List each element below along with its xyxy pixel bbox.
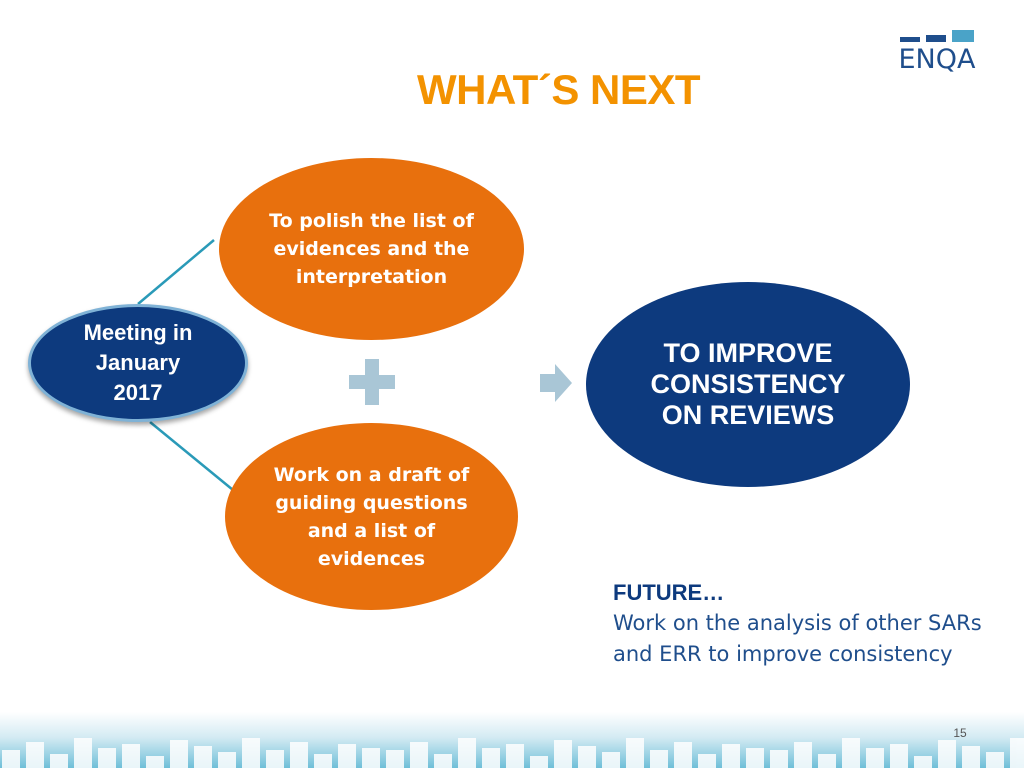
goal-text-line: ON REVIEWS xyxy=(661,400,835,430)
activity-text-line: To polish the list of xyxy=(269,210,474,232)
footer-bar xyxy=(650,750,668,768)
activity-text-line: evidences xyxy=(317,547,426,570)
footer-bar xyxy=(602,752,620,768)
footer-bar xyxy=(290,742,308,768)
footer-bar xyxy=(482,748,500,768)
arrow-right-icon xyxy=(540,364,572,402)
footer-bar xyxy=(194,746,212,768)
future-heading: FUTURE… xyxy=(613,580,725,605)
activity-text-line: interpretation xyxy=(295,266,448,288)
footer-bar xyxy=(338,744,356,768)
footer-bar xyxy=(434,754,452,768)
footer-bar xyxy=(866,748,884,768)
goal-ellipse: TO IMPROVE CONSISTENCY ON REVIEWS xyxy=(586,282,910,487)
future-body: Work on the analysis of other SARs and E… xyxy=(613,611,982,666)
meeting-ellipse: Meeting in January 2017 xyxy=(28,304,248,422)
slide-title: WHAT´S NEXT xyxy=(417,66,701,113)
footer-bar xyxy=(1010,738,1024,768)
footer-bar xyxy=(914,756,932,768)
connector-top xyxy=(137,239,215,305)
goal-text-line: TO IMPROVE xyxy=(663,338,833,368)
logo-text: ENQA xyxy=(898,44,976,75)
footer-bar xyxy=(122,744,140,768)
footer-bar xyxy=(362,748,380,768)
footer-bar xyxy=(530,756,548,768)
footer-bar xyxy=(698,754,716,768)
meeting-text-line: Meeting in xyxy=(83,320,193,345)
activity-text-line: guiding questions xyxy=(275,491,468,514)
enqa-logo: ENQA xyxy=(898,28,978,76)
connector-bottom xyxy=(149,421,234,491)
footer-bar xyxy=(242,738,260,768)
footer-bar xyxy=(26,742,44,768)
footer-bar xyxy=(314,754,332,768)
meeting-text-line: January xyxy=(95,350,181,375)
footer-bar xyxy=(50,754,68,768)
footer-bar xyxy=(218,752,236,768)
footer-bar xyxy=(818,754,836,768)
footer-bar xyxy=(674,742,692,768)
footer-bar xyxy=(170,740,188,768)
goal-text-line: CONSISTENCY xyxy=(650,369,846,399)
footer-bar xyxy=(410,742,428,768)
footer-bar xyxy=(506,744,524,768)
plus-icon xyxy=(349,359,395,405)
footer-bar xyxy=(962,746,980,768)
footer-bar xyxy=(578,746,596,768)
footer-bar xyxy=(770,750,788,768)
footer-bar xyxy=(746,748,764,768)
footer-bar xyxy=(938,740,956,768)
activity-text-line: and a list of xyxy=(307,519,436,542)
future-note: FUTURE… Work on the analysis of other SA… xyxy=(613,578,1013,670)
footer-bar xyxy=(98,748,116,768)
logo-bars-icon xyxy=(900,30,974,42)
footer-bar xyxy=(986,752,1004,768)
footer-band xyxy=(0,712,1024,768)
activity-ellipse-polish: To polish the list of evidences and the … xyxy=(219,158,524,340)
footer-bar xyxy=(74,738,92,768)
activity-text-line: Work on a draft of xyxy=(273,463,470,486)
footer-bar xyxy=(842,738,860,768)
footer-bar xyxy=(794,742,812,768)
footer-bar xyxy=(2,750,20,768)
footer-bar xyxy=(890,744,908,768)
footer-bar xyxy=(458,738,476,768)
footer-bar xyxy=(554,740,572,768)
footer-bar xyxy=(146,756,164,768)
page-number: 15 xyxy=(953,726,967,740)
footer-bar xyxy=(266,750,284,768)
meeting-text-line: 2017 xyxy=(113,380,163,405)
footer-bar xyxy=(626,738,644,768)
activity-ellipse-draft: Work on a draft of guiding questions and… xyxy=(225,423,518,610)
activity-text-line: evidences and the xyxy=(273,238,470,260)
footer-bar xyxy=(722,744,740,768)
footer-bar xyxy=(386,750,404,768)
